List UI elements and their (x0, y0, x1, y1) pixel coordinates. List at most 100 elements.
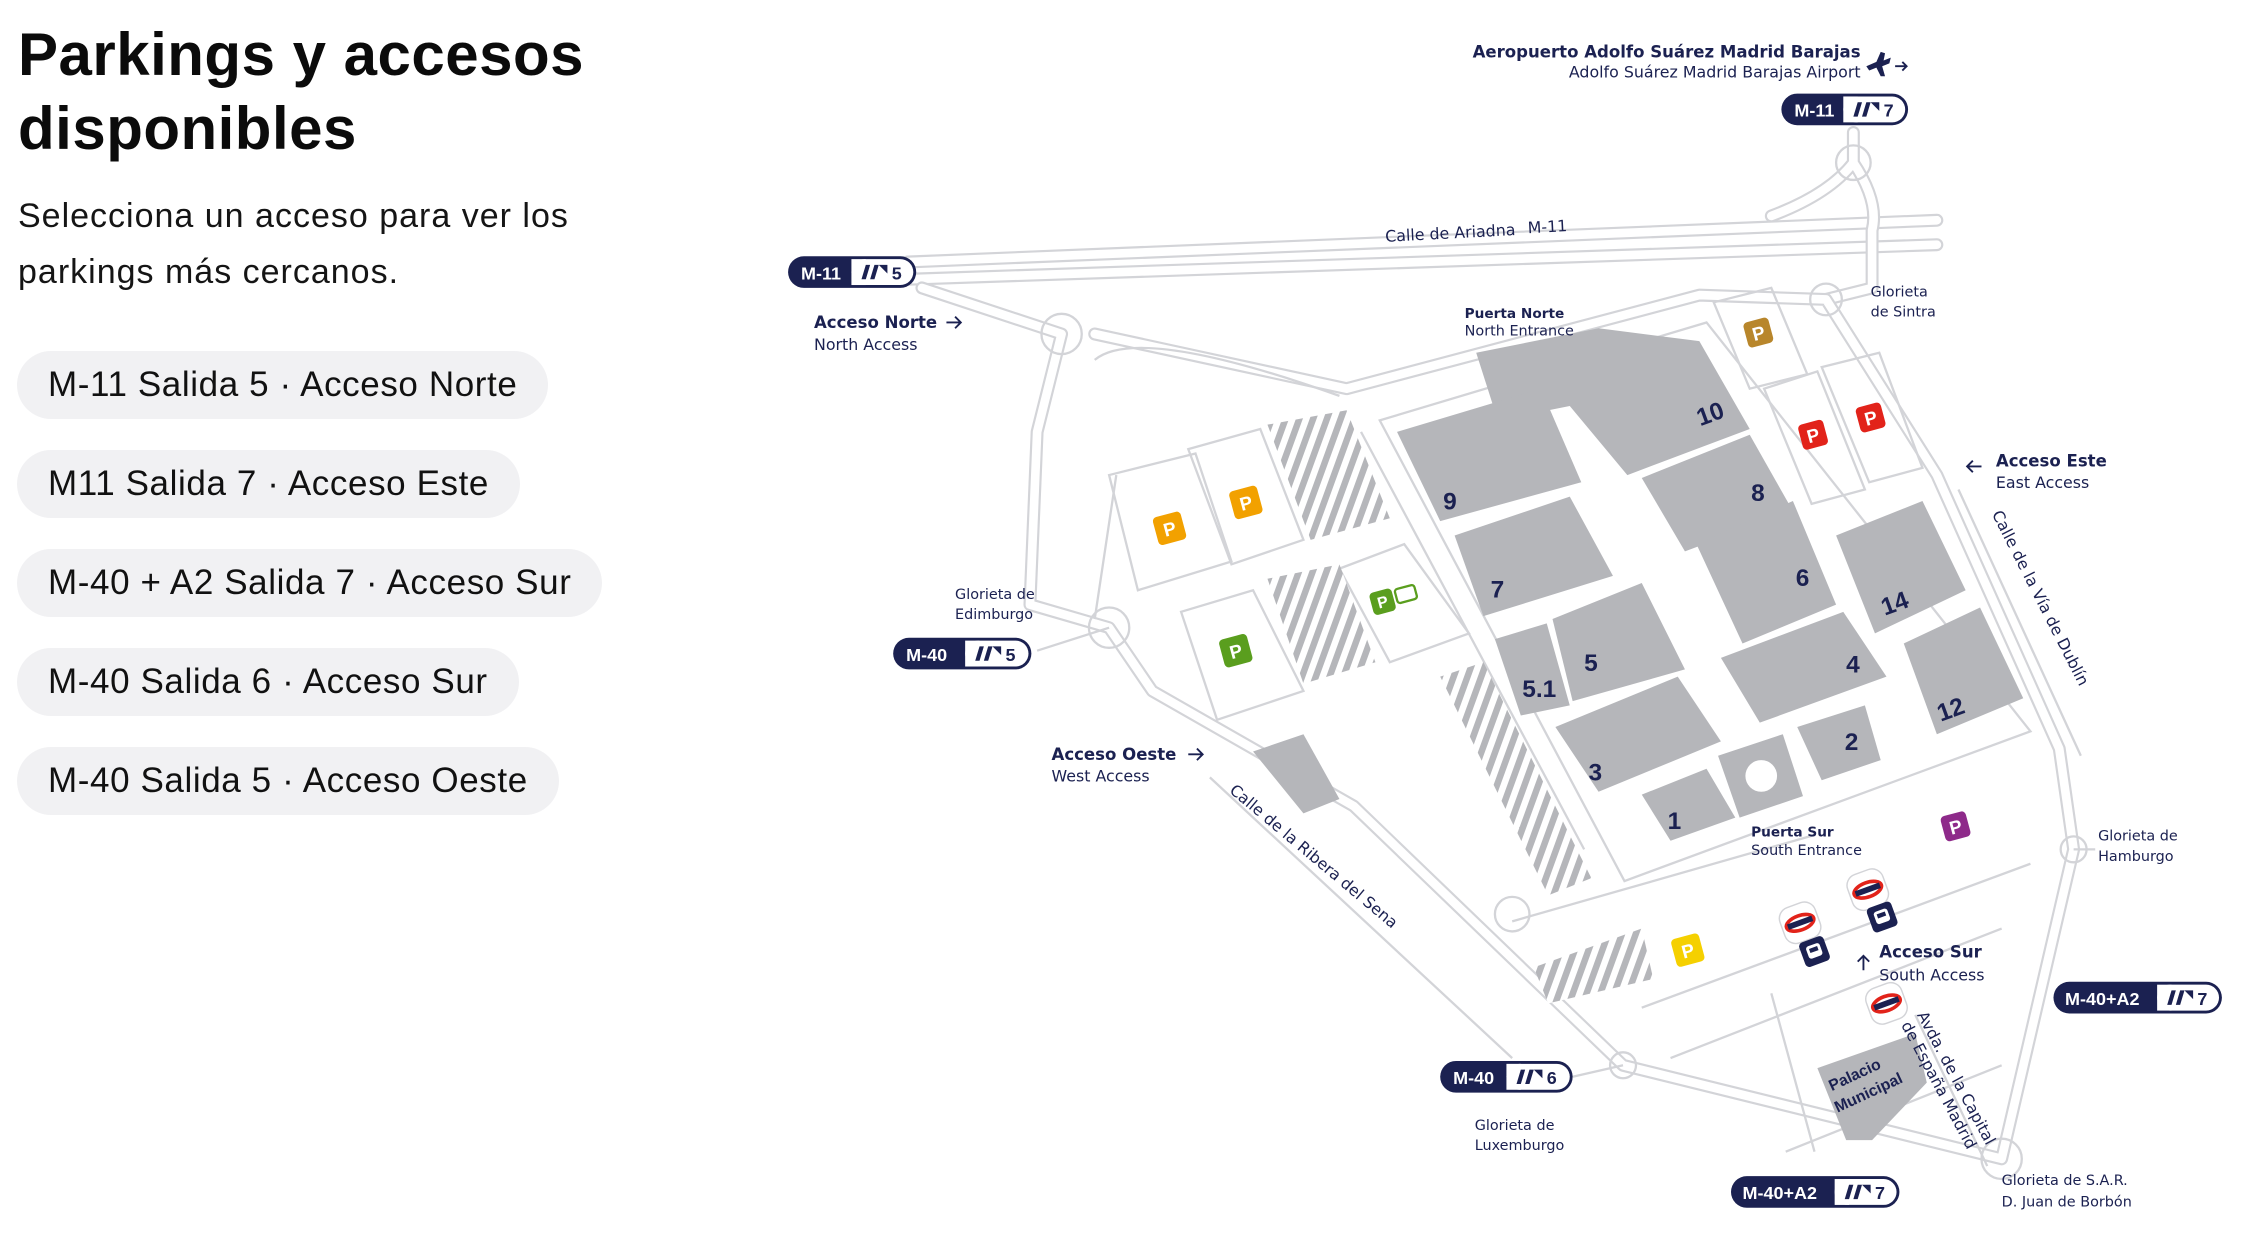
parking-icon-brown[interactable]: P (1742, 317, 1774, 349)
marker-text: P (1237, 491, 1254, 515)
hall-3[interactable] (1555, 676, 1721, 792)
marker-text: P (1804, 424, 1821, 448)
exit-icon (1853, 102, 1880, 117)
hall-6[interactable] (1696, 500, 1837, 644)
hall-label-5: 5 (1584, 650, 1598, 677)
arrow-left-icon (1965, 460, 1982, 473)
parking-markers: P P P P P P P P P (1152, 317, 1972, 967)
marker-text: M-40+A2 (2065, 989, 2139, 1009)
exit-badge-m40-a2-7-south[interactable]: M-40+A2 7 (1731, 1176, 1900, 1208)
road-network (901, 125, 2096, 1181)
hall-10[interactable] (1476, 328, 1750, 476)
access-oeste-label[interactable]: Acceso Oeste (1052, 745, 1177, 764)
glorieta-borbon-label-2: D. Juan de Borbón (2002, 1194, 2132, 1210)
hall-5-1[interactable] (1494, 623, 1570, 716)
arrow-right-icon (1188, 747, 1205, 761)
hall-2[interactable] (1797, 705, 1881, 781)
access-button-m40-a2-salida-7[interactable]: M-40 + A2 Salida 7 · Acceso Sur (17, 549, 603, 617)
hall-12[interactable] (1903, 607, 2024, 735)
access-este-label-en: East Access (1996, 473, 2089, 492)
hall-14[interactable] (1836, 500, 1966, 634)
entrance-sur-label: Puerta Sur (1751, 824, 1834, 840)
parking-icon-green-truck[interactable]: P (1369, 582, 1419, 616)
parking-icon-yellow[interactable]: P (1670, 932, 1705, 967)
hall-label-6: 6 (1796, 565, 1810, 592)
parking-icon-red-2[interactable]: P (1855, 402, 1887, 434)
hall-label-4: 4 (1846, 651, 1860, 678)
intro-panel: Parkings y accesos disponibles Seleccion… (18, 18, 658, 300)
access-button-m40-salida-6[interactable]: M-40 Salida 6 · Acceso Sur (17, 648, 519, 716)
access-este-label[interactable]: Acceso Este (1996, 451, 2107, 470)
access-sur-label[interactable]: Acceso Sur (1879, 942, 1982, 961)
subtitle-line-2: parkings más cercanos. (18, 253, 400, 291)
page-title-line-1: Parkings y accesos (18, 21, 585, 88)
palacio-municipal[interactable] (1817, 1033, 1927, 1141)
marker-text: M-11 (1794, 101, 1834, 121)
exit-icon (861, 264, 888, 280)
marker-text: P (1947, 815, 1964, 839)
airport-label-en: Adolfo Suárez Madrid Barajas Airport (1569, 63, 1861, 82)
hall-7[interactable] (1454, 496, 1613, 617)
glorieta-hamburgo-label-1: Glorieta de (2098, 829, 2178, 845)
airplane-icon (1866, 51, 1891, 77)
parking-icon-purple[interactable]: P (1940, 810, 1972, 842)
marker-text: P (1862, 406, 1879, 430)
glorieta-sintra-label-1: Glorieta (1871, 285, 1928, 301)
exit-badge-m11-7[interactable]: M-11 7 (1781, 93, 1909, 126)
marker-text: M-40 (1453, 1068, 1494, 1088)
parking-icon-green-1[interactable]: P (1218, 633, 1253, 668)
metro-icon[interactable] (1862, 979, 1910, 1027)
exit-badge-m40-a2-7-east[interactable]: M-40+A2 7 (2053, 981, 2222, 1014)
exit-badge-m40-6[interactable]: M-40 6 (1440, 1060, 1573, 1093)
marker-text: 5 (892, 263, 902, 283)
access-button-m40-salida-5[interactable]: M-40 Salida 5 · Acceso Oeste (17, 747, 559, 815)
subtitle-line-1: Selecciona un acceso para ver los (18, 197, 569, 235)
hall-label-9: 9 (1443, 489, 1457, 516)
marker-text: 7 (1884, 101, 1894, 121)
truck-icon (1393, 583, 1418, 605)
hall-4[interactable] (1720, 611, 1887, 723)
marker-text: P (1376, 593, 1391, 612)
exit-icon (2167, 990, 2194, 1005)
glorieta-edimburgo-label-1: Glorieta de (955, 587, 1035, 603)
page-title: Parkings y accesos disponibles (18, 18, 658, 166)
parking-lots (1107, 286, 1924, 1004)
parking-icon-orange-2[interactable]: P (1228, 485, 1263, 520)
metro-icon[interactable] (1776, 899, 1824, 947)
bus-icon[interactable] (1798, 935, 1831, 968)
page-title-line-2: disponibles (18, 95, 357, 162)
hall-9[interactable] (1397, 388, 1582, 522)
parking-icon-red-1[interactable]: P (1797, 419, 1829, 451)
hall-label-8: 8 (1751, 480, 1765, 507)
parking-icon-orange-1[interactable]: P (1152, 511, 1187, 546)
marker-text: 7 (1875, 1183, 1885, 1203)
hall-label-3: 3 (1588, 759, 1602, 786)
access-sur-label-en: South Access (1879, 965, 1984, 984)
hall-label-7: 7 (1491, 576, 1505, 603)
exit-badge-m11-5[interactable]: M-11 5 (788, 256, 917, 288)
marker-text: 5 (1005, 645, 1015, 665)
airport-label-es: Aeropuerto Adolfo Suárez Madrid Barajas (1473, 43, 1861, 62)
metro-icon[interactable] (1844, 866, 1892, 914)
entrance-norte-label-en: North Entrance (1465, 323, 1574, 339)
access-button-m11-salida-5[interactable]: M-11 Salida 5 · Acceso Norte (17, 351, 549, 419)
exit-badge-m40-5[interactable]: M-40 5 (893, 637, 1032, 670)
hall-label-5-1: 5.1 (1522, 676, 1556, 703)
hall-1[interactable] (1641, 768, 1736, 841)
marker-text: M-11 (801, 263, 841, 283)
central-pavilion-dome (1745, 760, 1778, 792)
exit-icon (1516, 1069, 1543, 1085)
access-norte-label[interactable]: Acceso Norte (814, 313, 937, 332)
glorieta-luxemburgo-label-1: Glorieta de (1475, 1118, 1555, 1134)
arrow-right-icon (1895, 61, 1908, 72)
entrance-norte-label: Puerta Norte (1465, 306, 1565, 322)
road-label-m11: M-11 (1527, 216, 1567, 237)
access-button-m11-salida-7[interactable]: M11 Salida 7 · Acceso Este (17, 450, 521, 518)
hall-5[interactable] (1552, 583, 1685, 702)
marker-text: M-40+A2 (1743, 1183, 1817, 1203)
bus-icon[interactable] (1866, 900, 1899, 933)
entrance-sur-label-en: South Entrance (1751, 843, 1862, 859)
arrow-up-icon (1857, 954, 1870, 971)
glorieta-sintra-label-2: de Sintra (1871, 305, 1936, 321)
